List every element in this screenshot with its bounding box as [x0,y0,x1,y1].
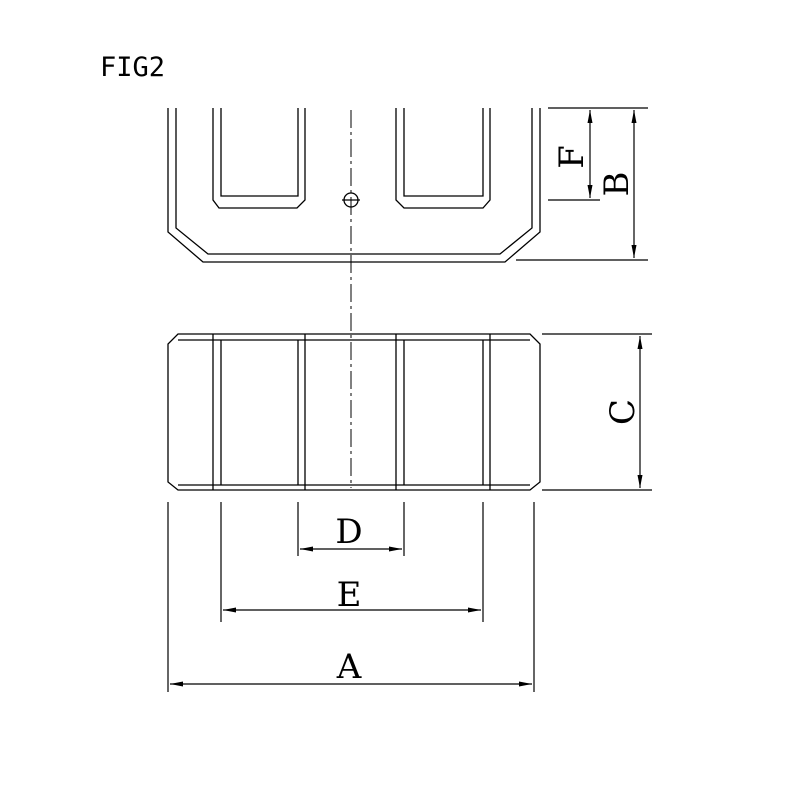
e-core-top-view [167,333,541,491]
plan-left-leg [212,334,306,490]
right-window [395,108,491,209]
dim-label-C: C [603,399,643,425]
e-core-outer-outline [167,108,541,263]
dimension-lines [167,107,652,692]
plan-outer-outline [167,333,541,491]
left-window [212,108,306,209]
plan-right-leg [395,334,491,490]
dim-label-B: B [597,172,637,197]
dim-label-E: E [337,575,362,615]
dim-label-D: D [335,512,362,552]
e-core-side-view [167,108,541,263]
dim-label-F: F [552,145,592,169]
dim-label-A: A [336,647,362,687]
figure-title: FIG2 [100,52,166,83]
e-core-inner-outline [175,108,533,255]
